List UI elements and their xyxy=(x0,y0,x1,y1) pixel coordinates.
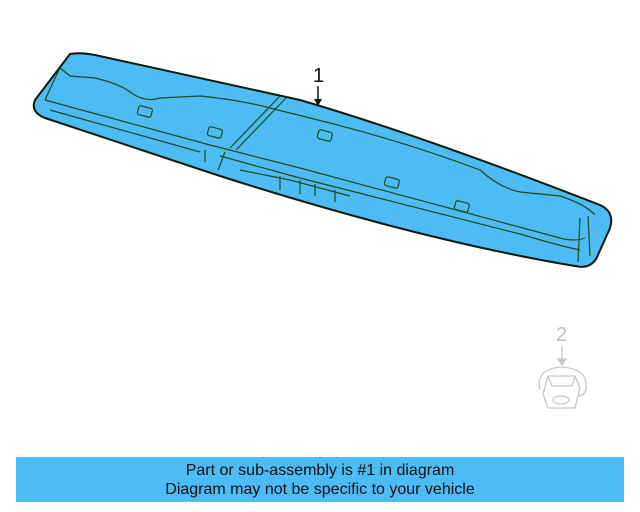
part-2-nut[interactable]: 2 xyxy=(538,324,587,409)
banner-line-2: Diagram may not be specific to your vehi… xyxy=(165,480,475,498)
svg-text:1: 1 xyxy=(313,65,324,87)
svg-text:2: 2 xyxy=(556,324,567,346)
part-1-panel[interactable] xyxy=(32,52,613,268)
callout-1: 1 xyxy=(313,65,324,106)
banner-line-1: Part or sub-assembly is #1 in diagram xyxy=(185,461,455,479)
info-banner: Part or sub-assembly is #1 in diagram Di… xyxy=(16,457,624,502)
